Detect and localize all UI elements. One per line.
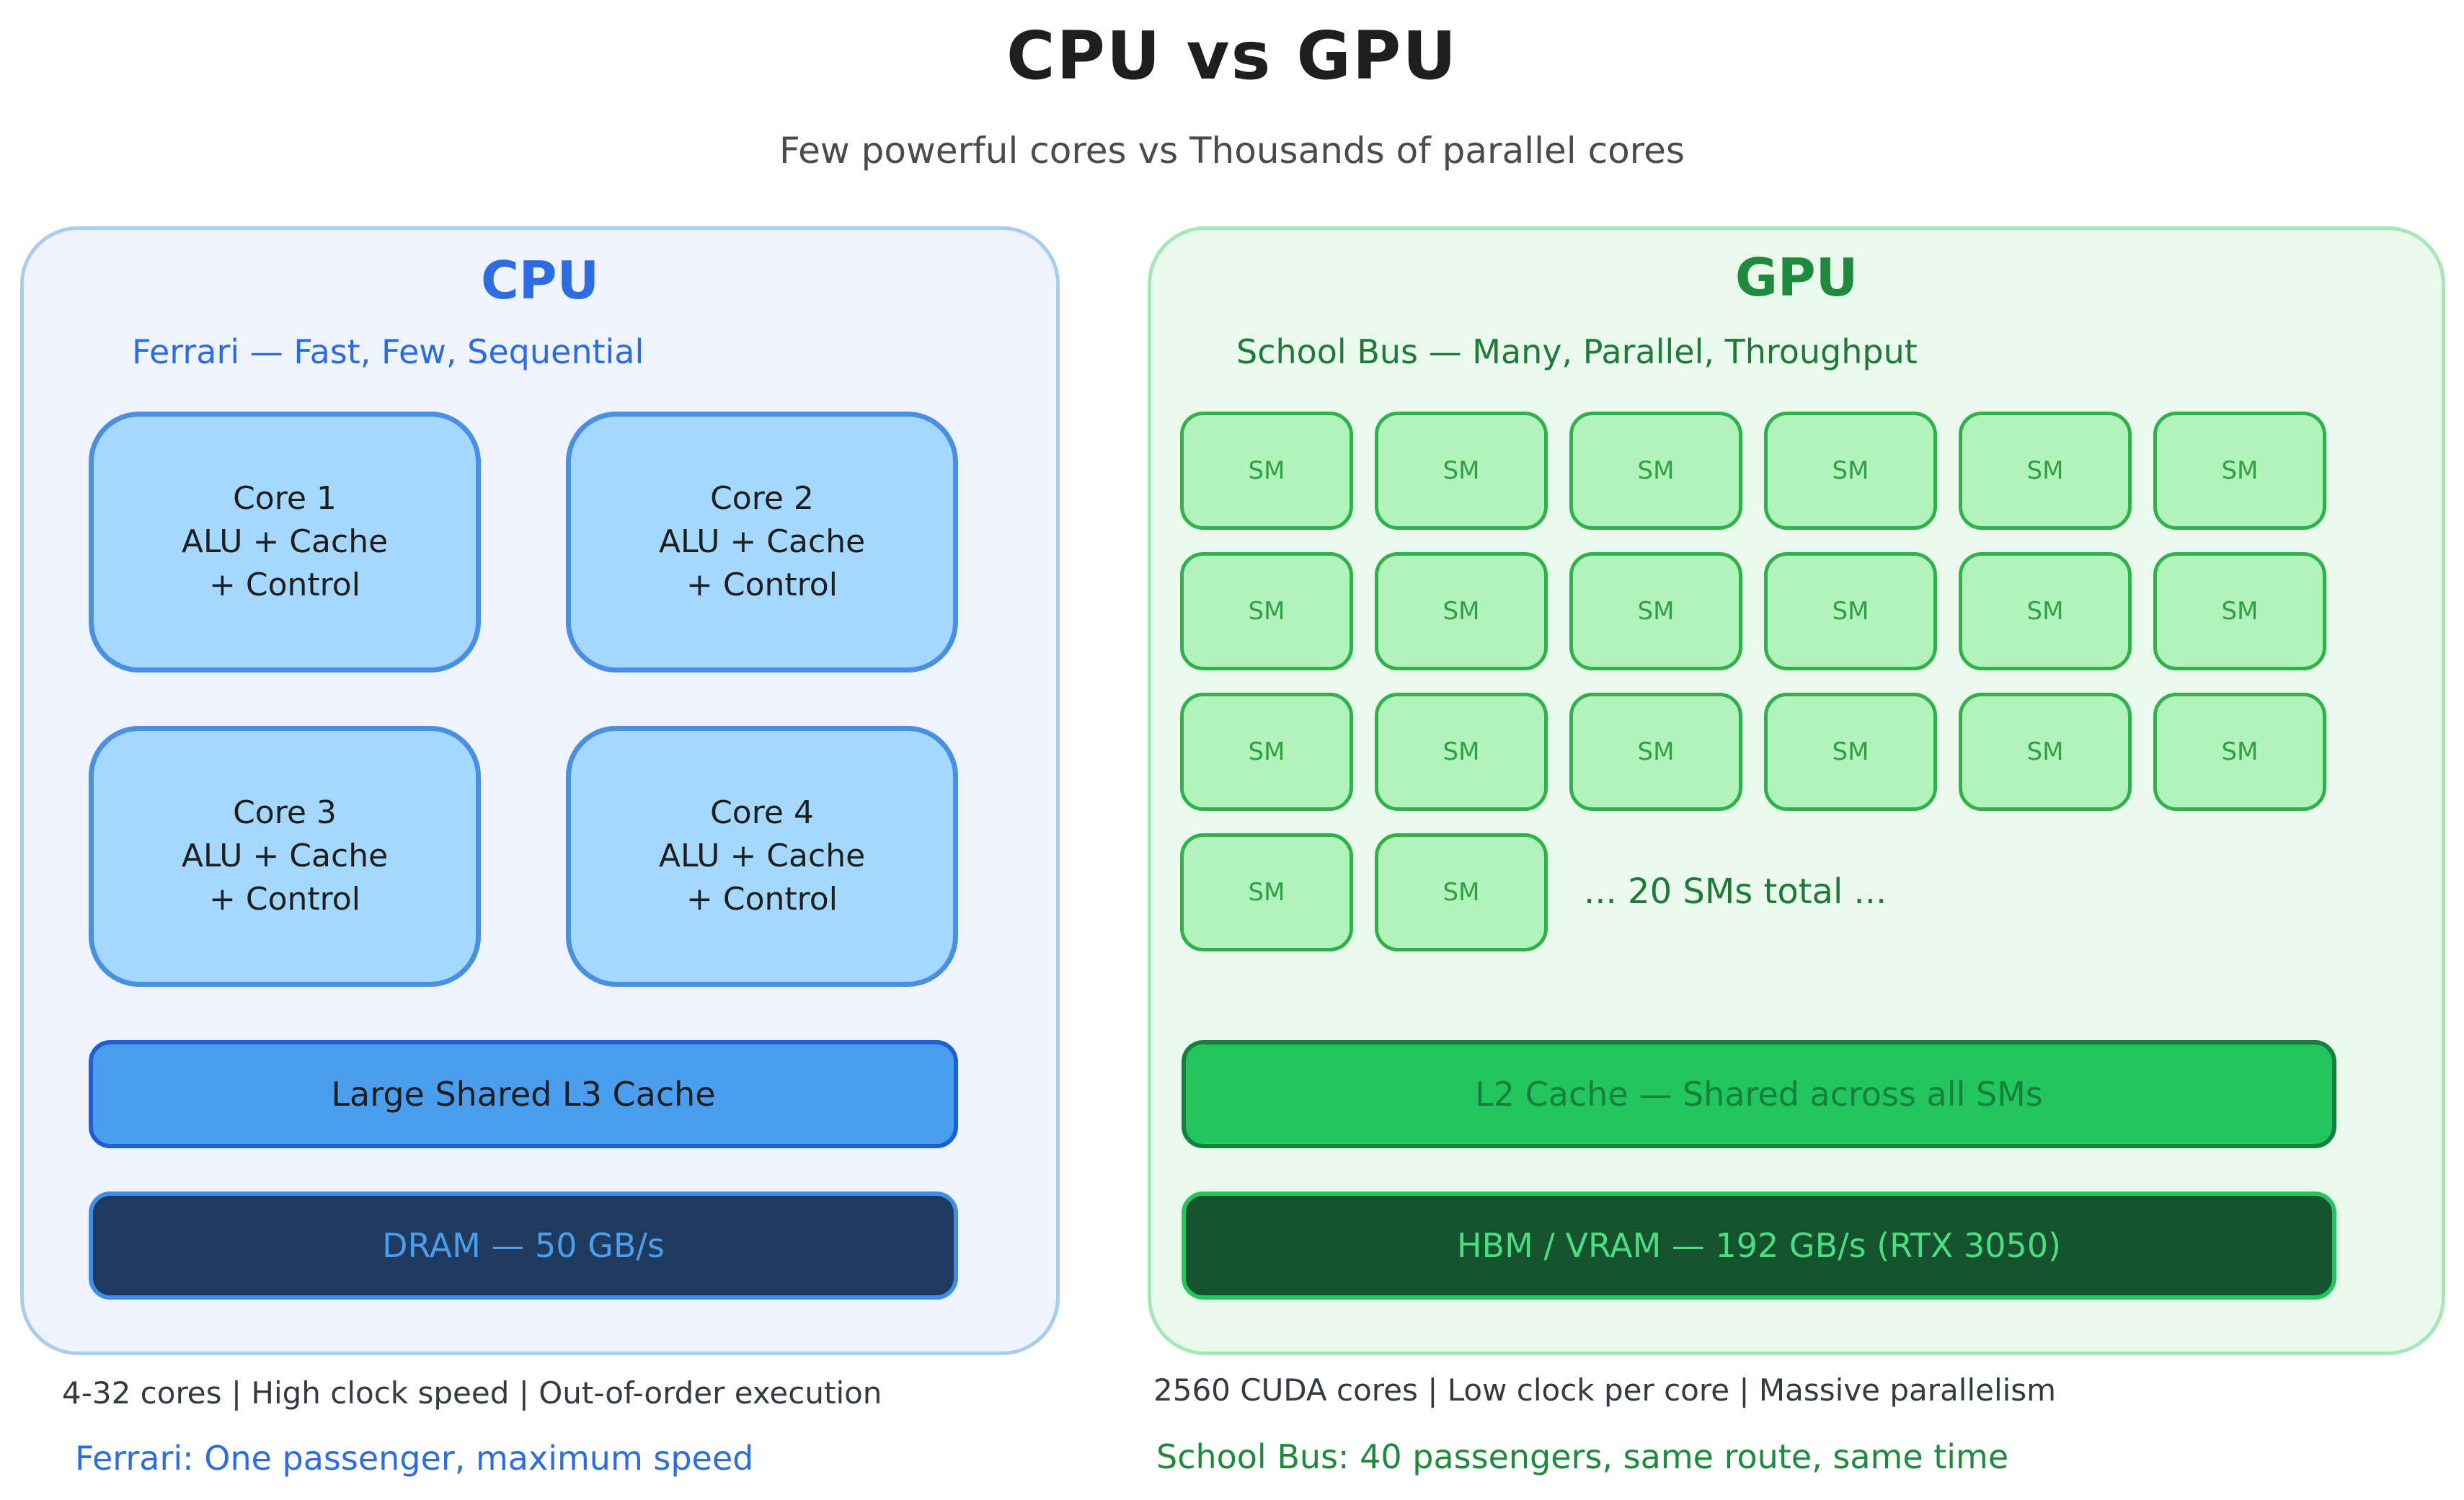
cpu-core-2: Core 2 ALU + Cache + Control [566,412,958,673]
gpu-l2-cache: L2 Cache — Shared across all SMs [1182,1040,2336,1148]
sm-block: SM [1180,693,1353,811]
core-control: + Control [209,881,360,918]
sm-block: SM [1180,833,1353,951]
sm-block: SM [1375,833,1548,951]
core-components: ALU + Cache [658,838,866,874]
sm-block: SM [1764,412,1937,530]
core-control: + Control [686,567,838,603]
cpu-panel: CPU Ferrari — Fast, Few, Sequential Core… [20,226,1060,1355]
sm-block: SM [1764,552,1937,670]
sm-block: SM [1375,693,1548,811]
sm-block: SM [1764,693,1937,811]
sm-block: SM [1959,552,2132,670]
sm-block: SM [2153,412,2326,530]
core-components: ALU + Cache [181,838,389,874]
core-control: + Control [686,881,838,918]
core-name: Core 3 [233,794,337,831]
gpu-panel-title: GPU [1734,247,1858,308]
sm-block: SM [1375,412,1548,530]
core-name: Core 4 [710,794,814,831]
gpu-vram: HBM / VRAM — 192 GB/s (RTX 3050) [1182,1191,2336,1300]
cpu-dram: DRAM — 50 GB/s [89,1191,958,1300]
cpu-l3-cache: Large Shared L3 Cache [89,1040,958,1148]
cpu-core-4: Core 4 ALU + Cache + Control [566,726,958,987]
core-components: ALU + Cache [658,523,866,560]
diagram-title: CPU vs GPU [1006,17,1458,94]
sm-block: SM [1569,552,1742,670]
core-control: + Control [209,567,360,603]
core-name: Core 1 [233,480,337,517]
cpu-analogy-caption: Ferrari: One passenger, maximum speed [75,1439,754,1478]
sm-block: SM [1959,693,2132,811]
core-components: ALU + Cache [181,523,389,560]
cpu-panel-subtitle: Ferrari — Fast, Few, Sequential [132,332,644,371]
sm-block: SM [1959,412,2132,530]
sm-total-label: ... 20 SMs total ... [1584,871,1887,912]
sm-block: SM [1569,412,1742,530]
gpu-panel: GPU School Bus — Many, Parallel, Through… [1148,226,2445,1355]
cpu-panel-title: CPU [480,250,600,311]
gpu-analogy-caption: School Bus: 40 passengers, same route, s… [1156,1437,2009,1476]
cpu-core-1: Core 1 ALU + Cache + Control [89,412,481,673]
sm-block: SM [1375,552,1548,670]
sm-block: SM [1569,693,1742,811]
diagram-subtitle: Few powerful cores vs Thousands of paral… [779,130,1685,172]
gpu-panel-subtitle: School Bus — Many, Parallel, Throughput [1236,332,1918,371]
gpu-specs-note: 2560 CUDA cores | Low clock per core | M… [1153,1372,2057,1408]
sm-block: SM [1180,552,1353,670]
core-name: Core 2 [710,480,814,517]
sm-block: SM [1180,412,1353,530]
sm-block: SM [2153,693,2326,811]
cpu-core-3: Core 3 ALU + Cache + Control [89,726,481,987]
sm-block: SM [2153,552,2326,670]
cpu-specs-note: 4-32 cores | High clock speed | Out-of-o… [62,1375,882,1411]
